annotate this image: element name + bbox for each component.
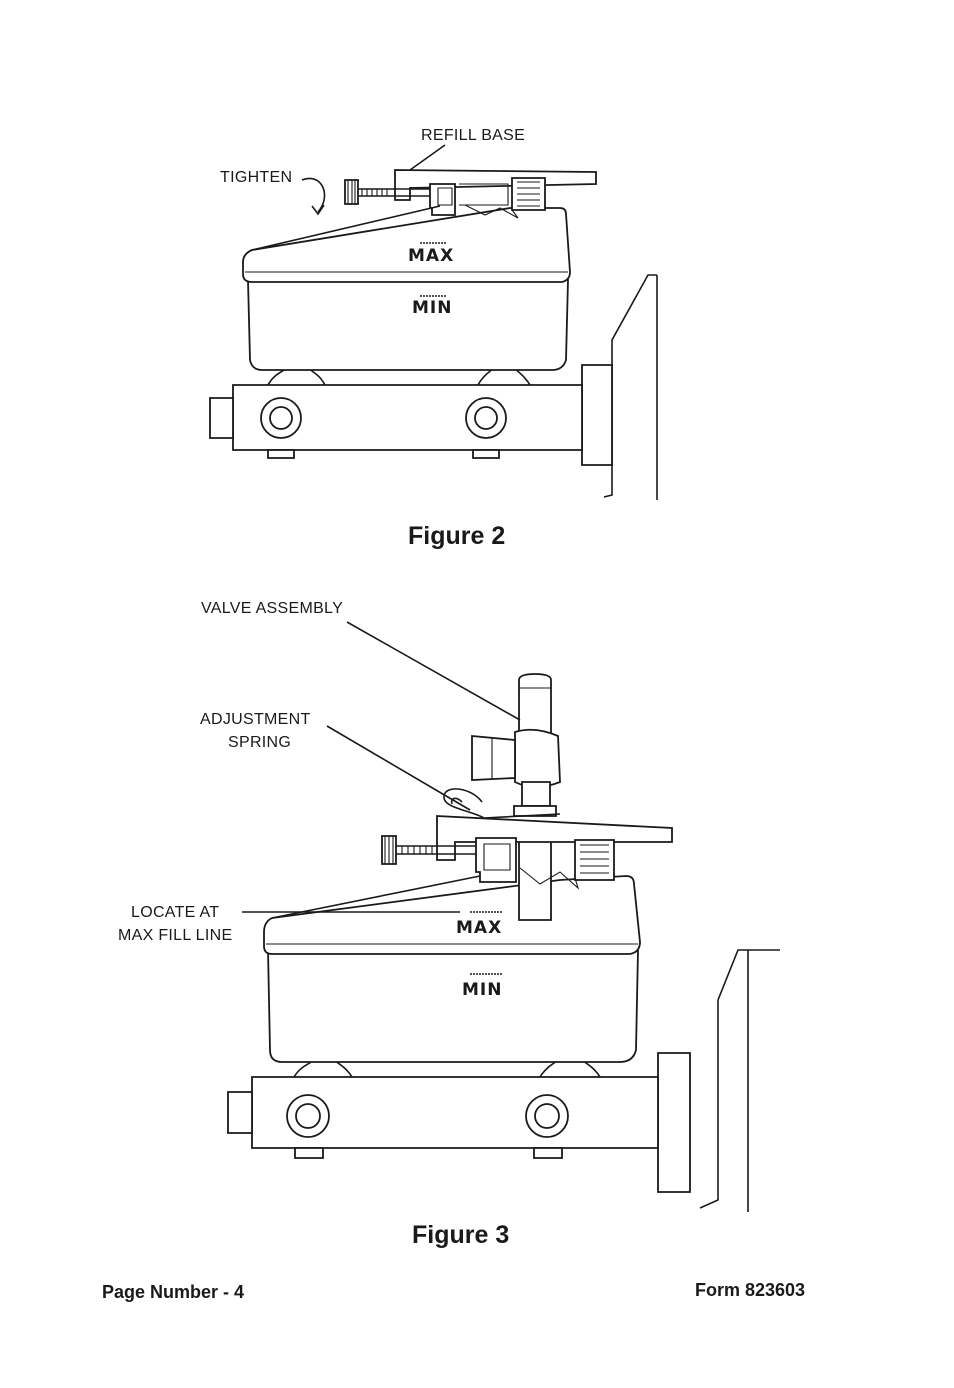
screw-shaft: [358, 188, 430, 197]
port-left-inner: [269, 406, 293, 430]
port-left-base: [294, 1147, 324, 1159]
fill-neck: [459, 183, 509, 206]
port-right-inner: [474, 406, 498, 430]
tighten-arrow: [301, 177, 326, 213]
leader-valve-assembly: [346, 621, 521, 721]
breakaway-edge: [519, 867, 580, 890]
leader-cap-edge: [271, 875, 481, 919]
max-mark: MAX: [408, 246, 454, 266]
mounting-flange: [657, 1052, 691, 1193]
port-left-base: [267, 449, 295, 459]
reservoir-lower: [247, 279, 569, 371]
valve-collar: [513, 805, 557, 817]
knob-knurl: [384, 836, 394, 864]
reservoir-cap: [242, 207, 571, 283]
firewall-bracket: [603, 274, 657, 498]
port-right-inner: [534, 1103, 560, 1129]
adjustment-spring: [443, 788, 561, 819]
cylinder-end-cap: [227, 1091, 253, 1134]
reservoir-threads: [574, 839, 615, 881]
thread-lines: [580, 844, 609, 874]
min-mark: MIN: [412, 298, 452, 318]
thread-lines: [517, 181, 540, 207]
leader-refill-base: [409, 144, 446, 171]
screw-threads: [401, 846, 433, 854]
label-locate-at: LOCATE AT: [131, 904, 219, 921]
leader-cap-edge: [251, 205, 441, 251]
valve-body: [514, 728, 561, 788]
page-number: Page Number - 4: [102, 1282, 245, 1302]
port-right-base: [533, 1147, 563, 1159]
label-adjustment: ADJUSTMENT: [200, 711, 311, 728]
label-spring: SPRING: [228, 734, 291, 751]
valve-stem: [521, 781, 551, 807]
clamp-block: [475, 837, 517, 883]
form-number: Form 823603: [695, 1280, 806, 1300]
knob-knurl: [347, 180, 356, 204]
label-valve-assembly: VALVE ASSEMBLY: [201, 600, 343, 617]
valve-float-cap: [471, 735, 516, 781]
figure-3-drawing: MAX MIN VALVE ASSEMBLY: [118, 600, 780, 1212]
port-right-base: [472, 449, 500, 459]
valve-inlet-tube: [518, 673, 552, 741]
leader-adjustment-spring: [326, 725, 471, 811]
spring-loop: [450, 797, 463, 805]
label-tighten: TIGHTEN: [220, 169, 292, 186]
max-mark: MAX: [456, 918, 502, 938]
firewall-bracket: [699, 949, 748, 1209]
figure-2-caption: Figure 2: [408, 522, 506, 550]
label-refill-base: REFILL BASE: [421, 127, 525, 144]
figure-3: MAX MIN VALVE ASSEMBLY: [0, 560, 954, 1260]
figure-2: MAX MIN REFILL BASE TIGHTEN Figure 2: [0, 0, 954, 560]
min-mark: MIN: [462, 980, 502, 1000]
refill-base: [436, 815, 673, 861]
label-max-fill-line: MAX FILL LINE: [118, 927, 232, 944]
breakaway-edge: [464, 204, 519, 219]
tighten-arrowhead: [311, 204, 325, 216]
reservoir-lower: [267, 949, 639, 1063]
screw-threads: [361, 189, 388, 196]
screw-shaft: [396, 845, 476, 855]
reservoir-cap: [263, 875, 641, 955]
figure-2-drawing: MAX MIN REFILL BASE TIGHTEN: [209, 127, 658, 500]
mounting-flange: [581, 364, 613, 466]
port-left-inner: [295, 1103, 321, 1129]
clamp-insert: [437, 187, 453, 206]
cylinder-end-cap: [209, 397, 234, 439]
clamp-block: [429, 183, 456, 216]
firewall-edge: [747, 949, 780, 1212]
clamp-insert: [483, 843, 511, 871]
figure-3-caption: Figure 3: [412, 1221, 510, 1249]
